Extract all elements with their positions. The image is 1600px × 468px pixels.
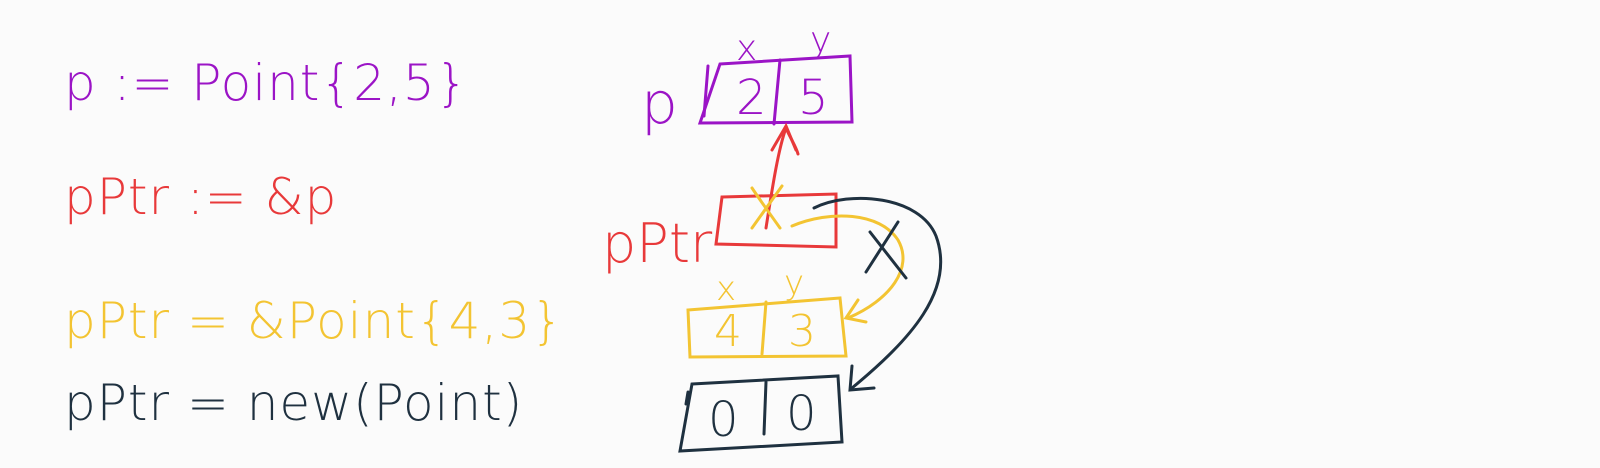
zero-point-y-value: 0	[786, 386, 817, 442]
zero-point-struct	[678, 374, 844, 453]
p-field-x-label: x	[736, 28, 757, 69]
zero-point-left-edge	[684, 390, 690, 406]
p-struct-divider	[772, 58, 782, 126]
zero-point-struct-box	[678, 374, 844, 453]
p-struct-box	[697, 54, 854, 125]
pptr-red-cross-mark	[750, 184, 784, 230]
pptr-box	[714, 192, 838, 249]
point43-field-x-label: x	[716, 269, 736, 309]
code-line-new-point: pPtr = new(Point)	[64, 374, 524, 432]
zero-point-x-value: 0	[708, 392, 739, 448]
point43-field-y-label: y	[784, 263, 804, 303]
pptr-to-zero-point-arrowhead	[848, 364, 876, 392]
p-struct	[697, 54, 854, 126]
pptr-to-point43-arrowhead	[843, 298, 868, 324]
p-var-name: p	[641, 69, 678, 137]
yellow-pointer-cross-mark	[864, 220, 908, 280]
pptr-to-point43-arrow	[790, 214, 905, 320]
point43-struct	[686, 296, 848, 359]
pptr-to-zero-point-arrow	[812, 196, 943, 390]
p-y-value: 5	[798, 70, 829, 126]
p-x-value: 2	[736, 70, 767, 126]
code-line-point-literal: p := Point{2,5}	[64, 54, 469, 112]
code-line-address-of-new-point: pPtr = &Point{4,3}	[64, 292, 565, 350]
point43-struct-divider	[760, 300, 768, 356]
point43-x-value: 4	[714, 306, 742, 357]
point43-y-value: 3	[788, 306, 816, 357]
code-line-address-of-p: pPtr := &p	[64, 168, 338, 226]
point43-struct-box	[686, 296, 848, 359]
p-field-y-label: y	[810, 20, 831, 61]
pptr-var-name: pPtr	[602, 212, 713, 275]
pptr-to-p-arrowhead	[770, 122, 798, 152]
zero-point-struct-divider	[762, 380, 768, 436]
p-struct-left-edge	[702, 64, 710, 118]
